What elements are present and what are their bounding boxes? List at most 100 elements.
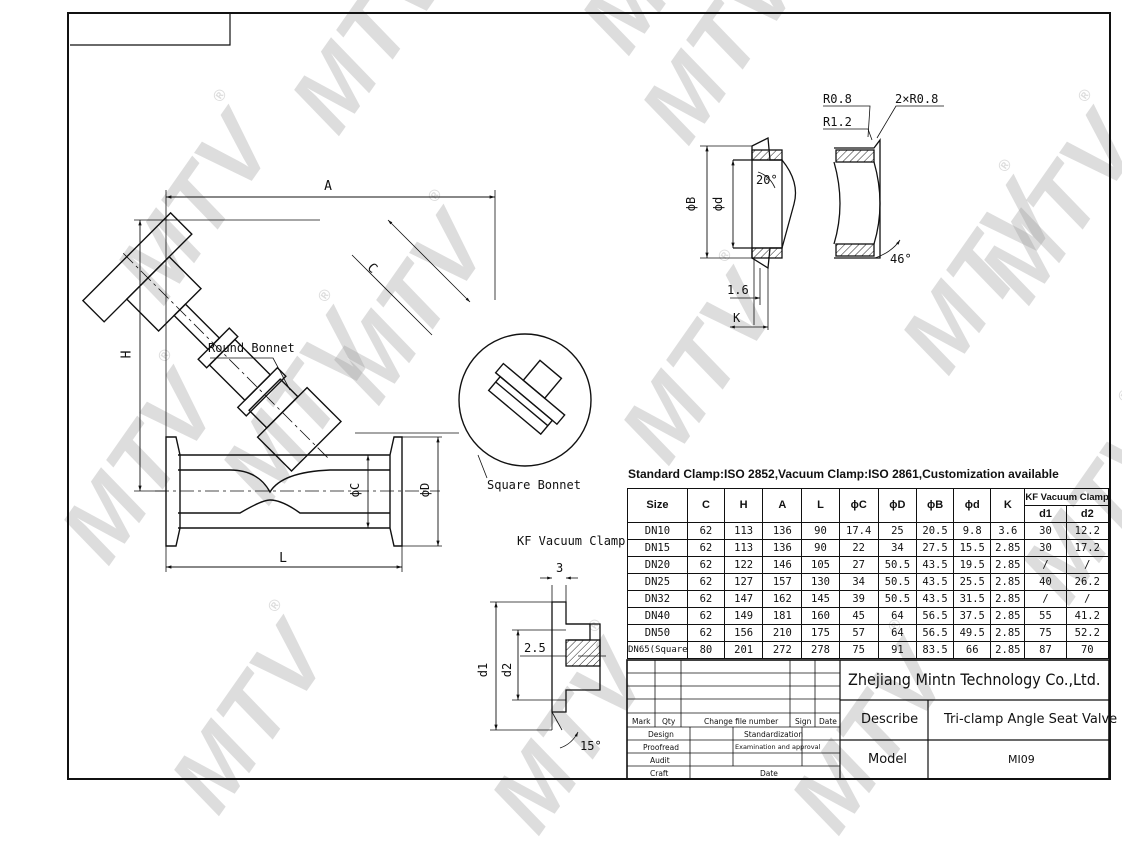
table-cell: 3.6	[990, 522, 1026, 540]
table-cell: /	[1024, 556, 1067, 574]
dim-label-1-6: 1.6	[727, 283, 749, 297]
square-bonnet-label: Square Bonnet	[487, 478, 581, 492]
table-cell: 90	[801, 522, 840, 540]
tb-standardization: Standardization	[744, 730, 804, 739]
dim-label-d2: d2	[500, 662, 515, 678]
valve-main-view	[81, 190, 592, 572]
table-cell: 66	[953, 641, 992, 659]
table-cell: 2.85	[990, 590, 1026, 608]
table-cell: 149	[724, 607, 764, 625]
dim-label-phi-d-small: ϕd	[711, 196, 726, 212]
kf-vacuum-clamp-label: KF Vacuum Clamp	[517, 534, 626, 548]
angle-15-label: 15°	[580, 739, 602, 753]
table-cell: 127	[724, 573, 764, 591]
table-subheader-cell: d1	[1024, 505, 1067, 523]
table-cell: 52.2	[1065, 624, 1110, 642]
table-cell: 2.85	[990, 539, 1026, 557]
table-cell: DN65(Square)	[627, 641, 688, 659]
table-cell: 17.4	[838, 522, 879, 540]
table-cell: 43.5	[915, 573, 955, 591]
dim-label-phi-d: ϕD	[418, 482, 433, 498]
table-cell: DN50	[627, 624, 688, 642]
table-cell: 157	[762, 573, 803, 591]
round-bonnet-label: Round Bonnet	[208, 341, 295, 355]
table-cell: 147	[724, 590, 764, 608]
table-cell: 122	[724, 556, 764, 574]
dim-label-h: H	[119, 350, 135, 359]
tb-audit: Audit	[650, 756, 670, 765]
dim-label-k: K	[733, 311, 741, 325]
table-header-cell: H	[724, 488, 764, 523]
company-name: Zhejiang Mintn Technology Co.,Ltd.	[848, 670, 1101, 689]
table-cell: 41.2	[1065, 607, 1110, 625]
table-cell: 175	[801, 624, 840, 642]
dim-label-3: 3	[556, 561, 564, 575]
table-header-cell: K	[990, 488, 1026, 523]
table-cell: 62	[686, 573, 726, 591]
table-cell: 30	[1024, 522, 1067, 540]
tb-sign: Sign	[795, 717, 812, 726]
table-cell: 62	[686, 624, 726, 642]
table-cell: 45	[838, 607, 879, 625]
drawing-sheet: MTV®MTV®MTV®MTV®MTV®MTV®MTV®MTV®MTV®MTV®…	[41, 0, 1122, 849]
table-cell: 201	[724, 641, 764, 659]
table-cell: DN20	[627, 556, 688, 574]
table-cell: 105	[801, 556, 840, 574]
table-cell: 49.5	[953, 624, 992, 642]
table-cell: 62	[686, 556, 726, 574]
table-cell: 50.5	[877, 556, 917, 574]
table-cell: 62	[686, 539, 726, 557]
table-cell: /	[1065, 590, 1110, 608]
table-cell: 90	[801, 539, 840, 557]
tb-exam: Examination and approval	[735, 743, 821, 751]
tb-proofread: Proofread	[643, 743, 680, 752]
table-cell: DN25	[627, 573, 688, 591]
table-header-cell: ϕB	[915, 488, 955, 523]
table-cell: 75	[838, 641, 879, 659]
table-cell: 2.85	[990, 624, 1026, 642]
table-cell: 43.5	[915, 590, 955, 608]
table-cell: 27	[838, 556, 879, 574]
ferrule-detail	[700, 105, 944, 330]
table-cell: 50.5	[877, 590, 917, 608]
tb-date: Date	[819, 717, 837, 726]
table-cell: 30	[1024, 539, 1067, 557]
table-header-cell: ϕC	[838, 488, 879, 523]
model-label: Model	[868, 752, 908, 767]
radius-r12-label: R1.2	[823, 115, 852, 129]
table-cell: 130	[801, 573, 840, 591]
table-cell: 15.5	[953, 539, 992, 557]
table-cell: 34	[877, 539, 917, 557]
table-header-cell: A	[762, 488, 803, 523]
dim-label-l: L	[279, 551, 287, 566]
table-cell: 20.5	[915, 522, 955, 540]
table-cell: 19.5	[953, 556, 992, 574]
dim-label-phi-c: ϕC	[348, 482, 363, 498]
radius-2r08-label: 2×R0.8	[895, 92, 939, 106]
radius-r08-label: R0.8	[823, 92, 852, 106]
table-cell: 12.2	[1065, 522, 1110, 540]
table-cell: 64	[877, 624, 917, 642]
table-cell: 22	[838, 539, 879, 557]
table-header-kf: KF Vacuum Clamp	[1024, 488, 1109, 506]
table-cell: 136	[762, 522, 803, 540]
tb-date2: Date	[760, 769, 778, 778]
table-cell: 9.8	[953, 522, 992, 540]
table-cell: 87	[1024, 641, 1067, 659]
table-cell: 113	[724, 522, 764, 540]
standards-note: Standard Clamp:ISO 2852,Vacuum Clamp:ISO…	[628, 467, 1059, 481]
table-cell: 25	[877, 522, 917, 540]
table-header-cell: L	[801, 488, 840, 523]
table-cell: 25.5	[953, 573, 992, 591]
technical-drawing	[67, 12, 1111, 780]
table-cell: 55	[1024, 607, 1067, 625]
tb-qty: Qty	[662, 717, 676, 726]
table-cell: 83.5	[915, 641, 955, 659]
